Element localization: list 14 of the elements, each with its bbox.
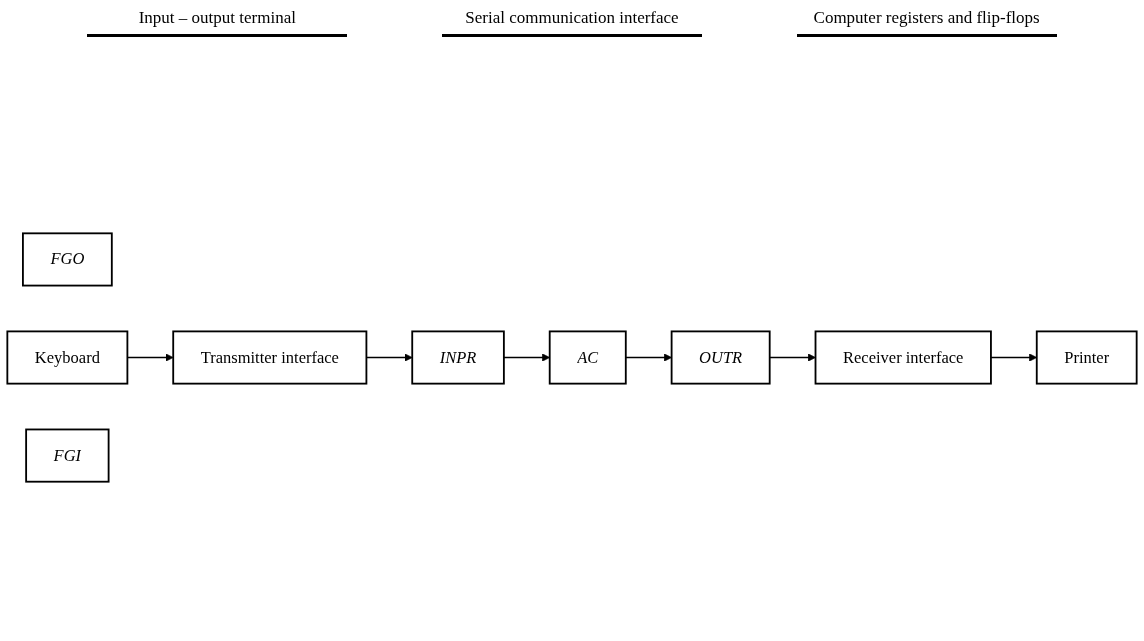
node-box: INPR — [411, 330, 505, 386]
node-box: FGO — [22, 232, 113, 287]
column-heading: Computer registers and flip-flops — [796, 8, 1057, 37]
column-heading: Serial communication interface — [442, 8, 702, 37]
node-box: AC — [548, 330, 627, 386]
node-box: Transmitter interface — [172, 330, 368, 386]
node-box: Receiver interface — [814, 330, 992, 386]
node-box: OUTR — [670, 330, 771, 386]
node-box: Keyboard — [6, 330, 129, 386]
column-heading: Input – output terminal — [87, 8, 348, 37]
node-box: FGI — [25, 429, 110, 484]
arrow — [769, 353, 816, 363]
arrow — [625, 353, 672, 363]
node-box: Printer — [1035, 330, 1138, 386]
